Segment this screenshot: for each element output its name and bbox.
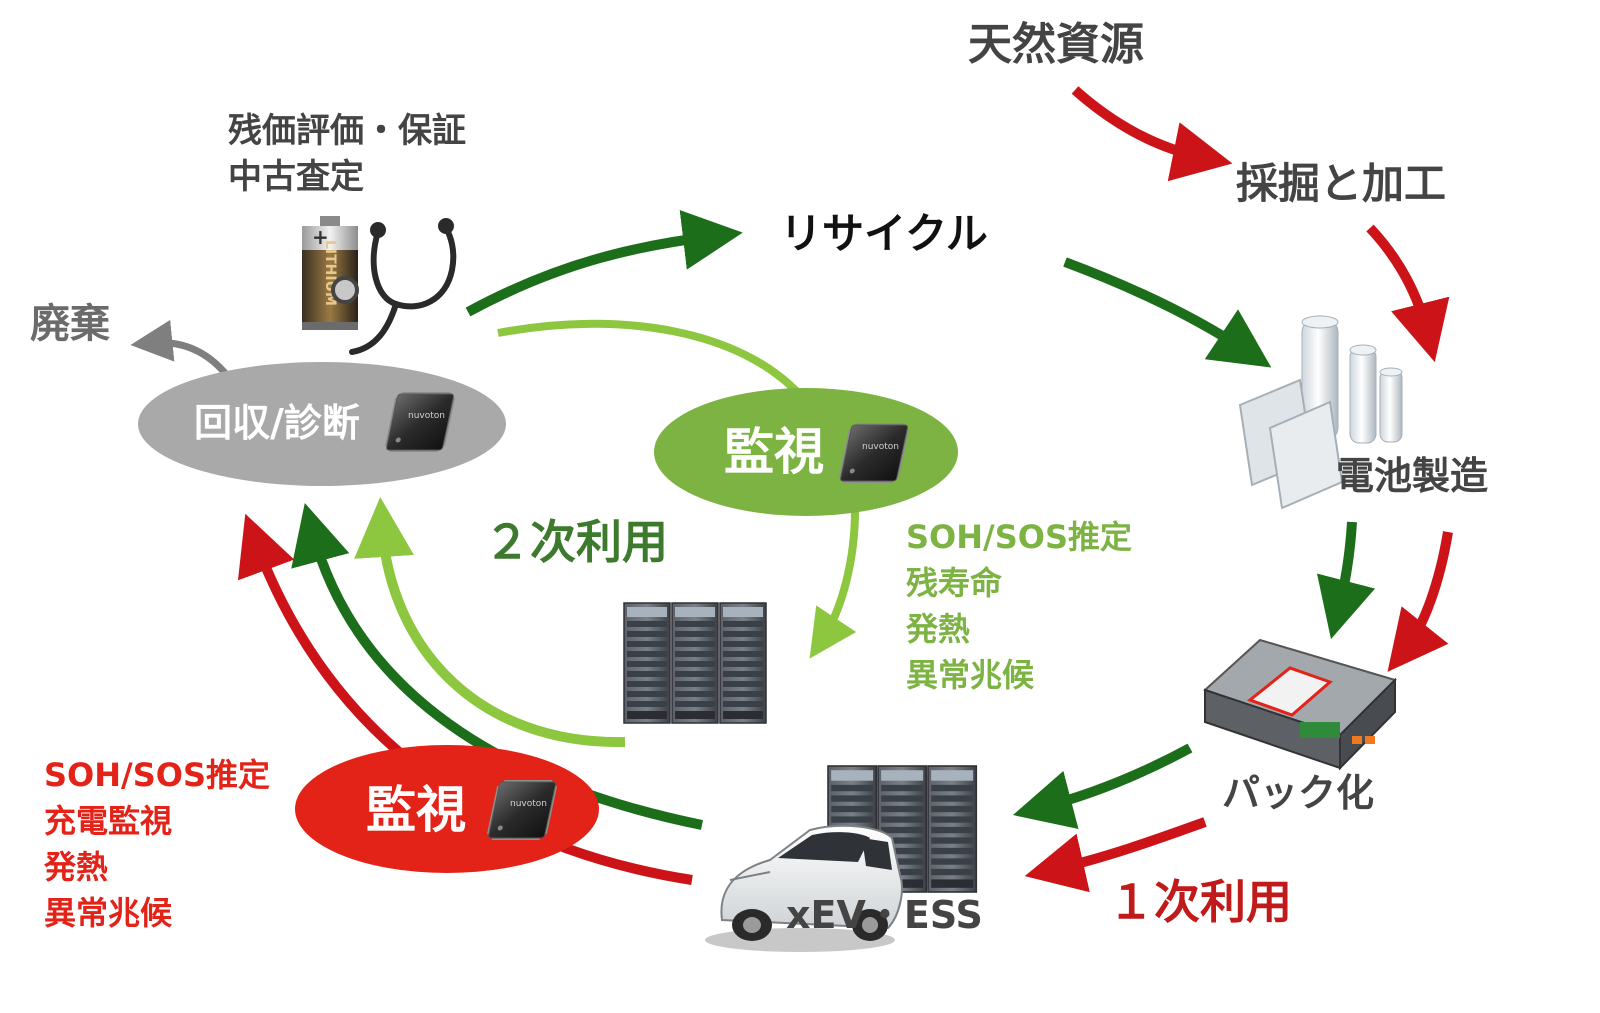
stethoscope-icon [331, 218, 457, 355]
arrow-collection-to-monitor [497, 319, 803, 398]
arrow-cells-to-pack-red [1387, 531, 1453, 672]
green-monitor-item: 異常兆候 [906, 656, 1035, 694]
battery-pack-icon [1203, 638, 1397, 771]
residual-value-text: 残価評価・保証 中古査定 [228, 108, 466, 200]
chip-brand: nuvoton [510, 799, 547, 809]
server-rack-icon [623, 602, 767, 724]
arrow-resources-to-mining [1071, 86, 1233, 182]
chip-brand: nuvoton [408, 411, 445, 421]
node-xev-ess: xEV・ESS [786, 893, 983, 937]
green-monitor-item: SOH/SOS推定 [906, 518, 1133, 556]
node-natural-resources: 天然資源 [968, 19, 1144, 70]
red-monitor-title: 監視 [366, 781, 466, 839]
node-disposal: 廃棄 [30, 301, 110, 347]
red-monitor-list: SOH/SOS推定 充電監視 発熱 異常兆候 [44, 752, 270, 936]
arrow-cells-to-pack-green [1316, 521, 1376, 640]
red-monitor-item: 充電監視 [44, 802, 173, 840]
red-monitor-item: SOH/SOS推定 [44, 756, 271, 794]
residual-value-line: 残価評価・保証 [228, 111, 466, 151]
green-monitor-list: SOH/SOS推定 残寿命 発熱 異常兆候 [906, 514, 1132, 698]
node-packing: パック化 [1222, 771, 1375, 815]
chip-icon: nuvoton [837, 422, 911, 484]
arrow-xev-to-collection-green [291, 502, 703, 830]
arrow-collection-to-recycle [465, 210, 743, 317]
battery-icon: + LITHIUM [302, 216, 358, 330]
arrow-servers-to-collection [354, 497, 626, 748]
svg-text:+: + [312, 225, 329, 249]
node-mining: 採掘と加工 [1236, 159, 1447, 208]
red-monitor-item: 発熱 [44, 848, 109, 886]
red-monitor-item: 異常兆候 [44, 894, 173, 932]
green-monitor-item: 残寿命 [906, 564, 1003, 602]
arrow-pack-to-xev-green [1012, 743, 1193, 829]
chip-icon: nuvoton [485, 779, 559, 841]
arrow-monitor-to-servers [809, 509, 859, 659]
arrow-mining-to-cells [1366, 224, 1450, 363]
red-monitor-ellipse [295, 745, 599, 873]
secondary-use-label: ２次利用 [484, 515, 668, 569]
arrow-to-disposal [130, 319, 228, 376]
node-recycle: リサイクル [780, 209, 988, 258]
car-icon [705, 824, 903, 952]
primary-use-label: １次利用 [1108, 875, 1292, 929]
green-monitor-ellipse [654, 388, 958, 516]
green-monitor-item: 発熱 [906, 610, 971, 648]
chip-icon: nuvoton [383, 391, 457, 453]
green-monitor-title: 監視 [724, 423, 824, 481]
arrow-recycle-to-cells [1063, 257, 1272, 368]
arrow-pack-to-xev-red [1024, 817, 1207, 893]
node-collection: 回収/診断 [194, 401, 360, 445]
chip-brand: nuvoton [862, 442, 899, 452]
battery-cells-icon [1238, 315, 1403, 510]
node-cell-manufacturing: 電池製造 [1336, 454, 1489, 498]
residual-value-line: 中古査定 [228, 157, 364, 197]
